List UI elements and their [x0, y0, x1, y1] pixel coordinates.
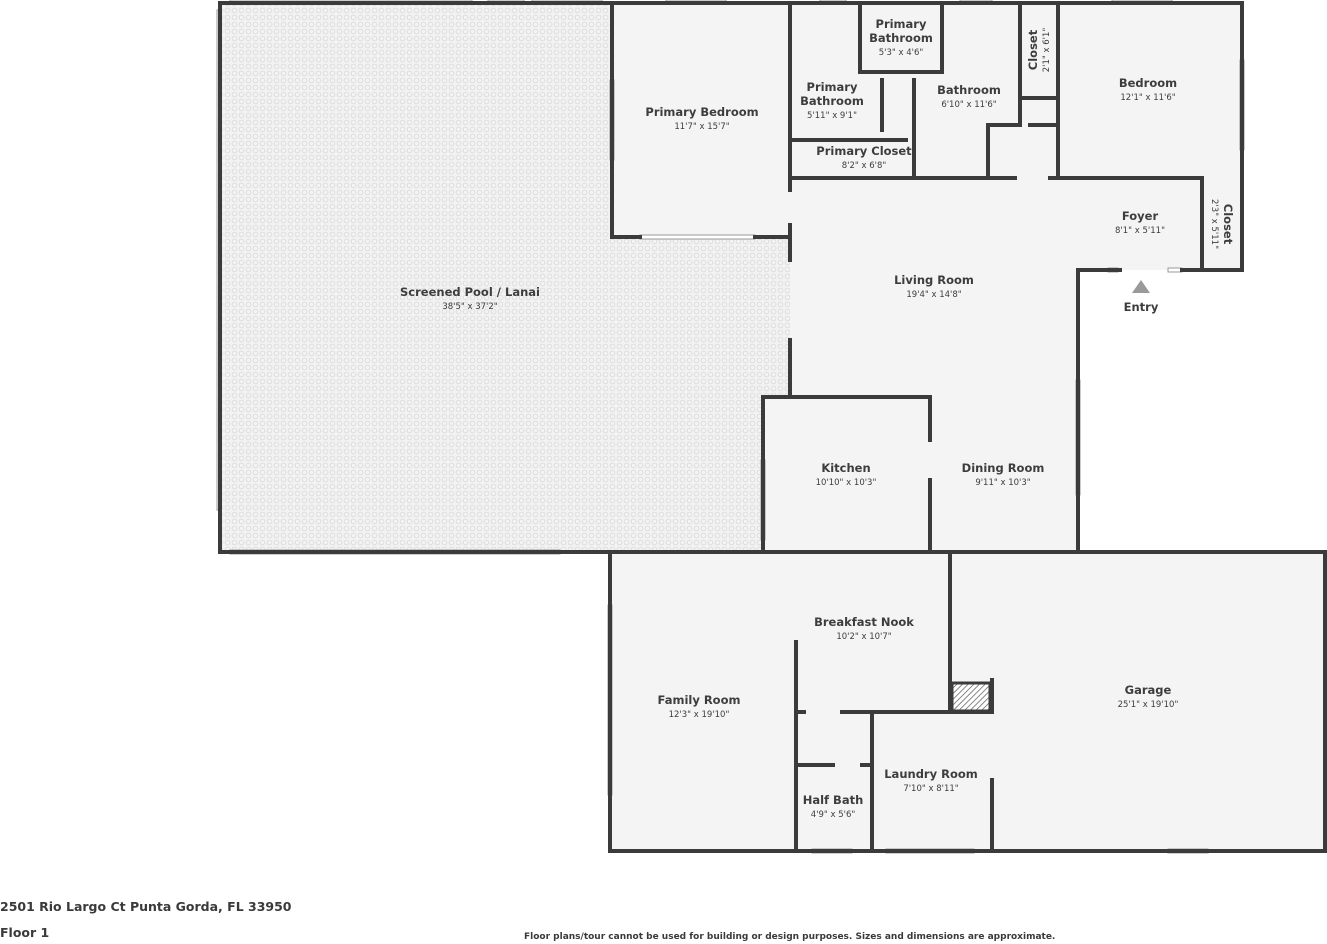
- room-dims-primary-bath-2: 5'11" x 9'1": [807, 111, 857, 121]
- room-dims-breakfast-nook: 10'2" x 10'7": [836, 632, 891, 642]
- room-dims-foyer: 8'1" x 5'11": [1115, 226, 1165, 236]
- room-name-laundry-room: Laundry Room: [884, 767, 978, 781]
- disclaimer-text: Floor plans/tour cannot be used for buil…: [524, 932, 1056, 942]
- room-name-garage: Garage: [1125, 683, 1172, 697]
- property-address: 2501 Rio Largo Ct Punta Gorda, FL 33950: [0, 899, 292, 914]
- room-labels: Screened Pool / Lanai 38'5" x 37'2" Prim…: [400, 17, 1235, 820]
- room-dims-primary-bedroom: 11'7" x 15'7": [674, 122, 729, 132]
- room-dims-pool: 38'5" x 37'2": [442, 302, 497, 312]
- room-dims-primary-bath-1: 5'3" x 4'6": [879, 48, 924, 58]
- interior-floor: [610, 3, 1325, 851]
- room-dims-primary-closet: 8'2" x 6'8": [842, 161, 887, 171]
- room-name-half-bath: Half Bath: [803, 793, 864, 807]
- room-name-primary-bath-2a: Primary: [807, 80, 858, 94]
- room-name-breakfast-nook: Breakfast Nook: [814, 615, 914, 629]
- window: [1167, 267, 1183, 273]
- floor-label: Floor 1: [0, 925, 50, 940]
- entry-label: Entry: [1124, 300, 1159, 314]
- hatched-block: [950, 681, 992, 713]
- room-name-living-room: Living Room: [894, 273, 974, 287]
- room-name-kitchen: Kitchen: [821, 461, 870, 475]
- room-dims-garage: 25'1" x 19'10": [1118, 700, 1179, 710]
- room-dims-living-room: 19'4" x 14'8": [906, 290, 961, 300]
- window: [639, 234, 756, 240]
- room-dims-family-room: 12'3" x 19'10": [669, 710, 730, 720]
- room-dims-closet-right: 2'3" x 5'11": [1209, 199, 1219, 249]
- room-dims-bedroom: 12'1" x 11'6": [1120, 93, 1175, 103]
- room-name-pool: Screened Pool / Lanai: [400, 285, 540, 299]
- walls: [218, 1, 1327, 853]
- room-name-primary-bedroom: Primary Bedroom: [645, 105, 758, 119]
- room-name-bedroom: Bedroom: [1119, 76, 1177, 90]
- room-name-primary-bath-2b: Bathroom: [800, 94, 864, 108]
- room-name-primary-closet: Primary Closet: [816, 144, 912, 158]
- room-dims-bathroom: 6'10" x 11'6": [941, 100, 996, 110]
- room-name-closet-right: Closet: [1221, 204, 1235, 245]
- room-name-closet-top: Closet: [1026, 29, 1040, 70]
- room-dims-laundry-room: 7'10" x 8'11": [903, 784, 958, 794]
- room-dims-dining-room: 9'11" x 10'3": [975, 478, 1030, 488]
- room-name-bathroom: Bathroom: [937, 83, 1001, 97]
- room-name-primary-bath-1a: Primary: [876, 17, 927, 31]
- room-name-primary-bath-1b: Bathroom: [869, 31, 933, 45]
- room-dims-half-bath: 4'9" x 5'6": [811, 810, 856, 820]
- room-dims-kitchen: 10'10" x 10'3": [816, 478, 877, 488]
- room-name-foyer: Foyer: [1122, 209, 1159, 223]
- room-name-family-room: Family Room: [658, 693, 741, 707]
- room-name-dining-room: Dining Room: [962, 461, 1045, 475]
- room-dims-closet-top: 2'1" x 6'1": [1042, 28, 1052, 73]
- pool-floor: [220, 3, 790, 552]
- entry-arrow-icon: [1132, 280, 1150, 293]
- floor-fills: [220, 3, 1325, 851]
